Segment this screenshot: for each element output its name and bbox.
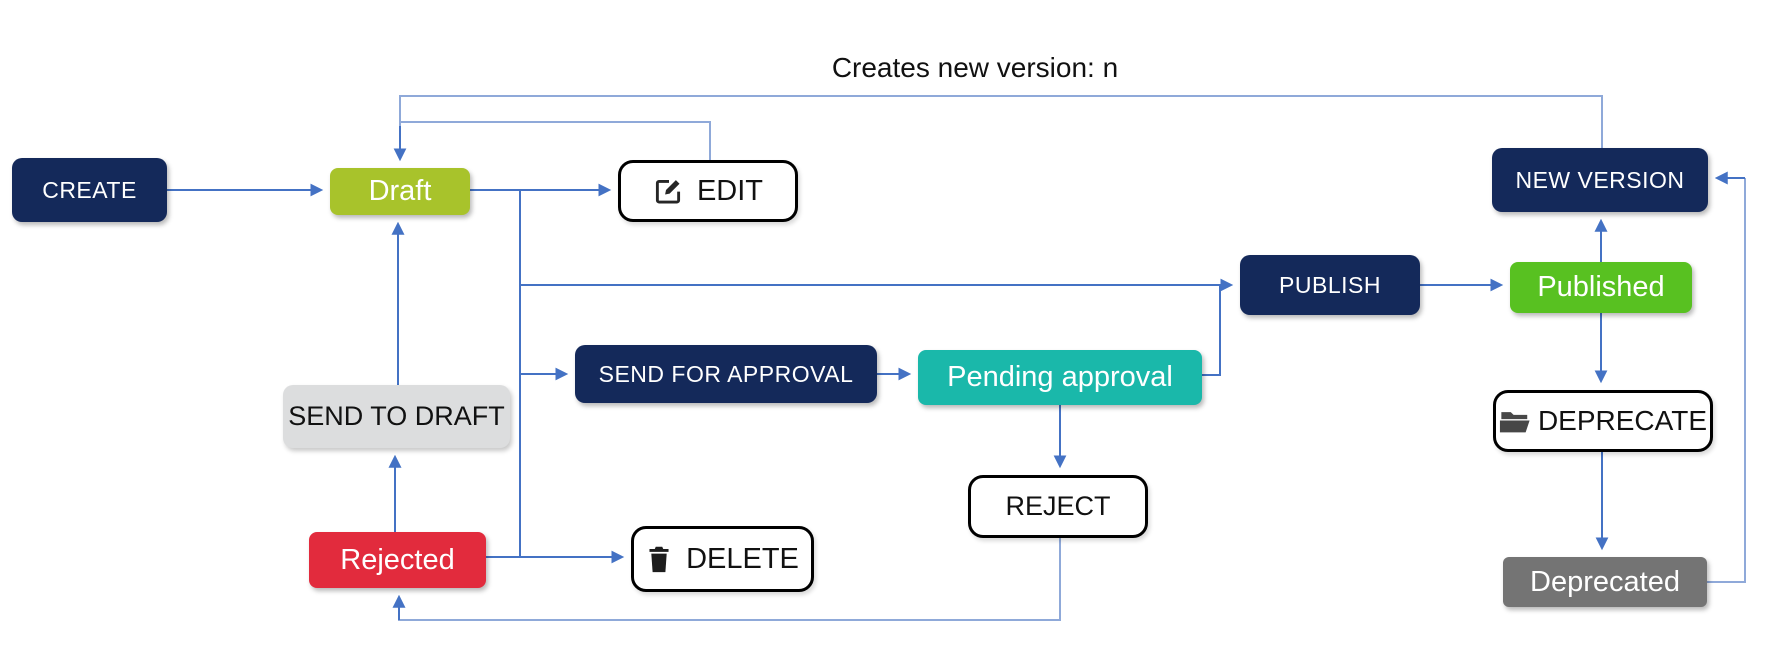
rejected-state: Rejected <box>309 532 486 588</box>
trash-icon <box>646 545 672 574</box>
draft-state: Draft <box>330 168 470 215</box>
deprecate-label: DEPRECATE <box>1537 405 1708 436</box>
deprecate-action: DEPRECATE <box>1493 390 1713 452</box>
pending-approval-state: Pending approval <box>918 350 1202 405</box>
delete-label: DELETE <box>686 542 799 575</box>
rejected-label: Rejected <box>340 543 455 576</box>
published-label: Published <box>1537 271 1665 303</box>
edit-action: EDIT <box>618 160 798 222</box>
pending-approval-label: Pending approval <box>947 361 1173 393</box>
delete-action: DELETE <box>631 526 814 592</box>
send-to-draft-label: SEND TO DRAFT <box>288 401 505 431</box>
publish-label: PUBLISH <box>1279 271 1381 298</box>
create-label: CREATE <box>42 176 137 203</box>
published-state: Published <box>1510 262 1692 313</box>
reject-label: REJECT <box>1005 491 1111 521</box>
deprecated-state: Deprecated <box>1503 557 1707 607</box>
open-folder-icon <box>1499 409 1531 434</box>
draft-label: Draft <box>368 175 432 207</box>
create-action: CREATE <box>12 158 167 222</box>
new-version-label: NEW VERSION <box>1515 166 1685 193</box>
creates-new-version-label: Creates new version: n <box>831 52 1119 83</box>
send-to-draft-action: SEND TO DRAFT <box>283 385 510 448</box>
pencil-square-icon <box>653 176 683 206</box>
edit-label: EDIT <box>696 174 764 207</box>
deprecated-label: Deprecated <box>1530 565 1680 598</box>
send-for-approval-label: SEND FOR APPROVAL <box>598 360 854 387</box>
reject-action: REJECT <box>968 475 1148 538</box>
send-for-approval-action: SEND FOR APPROVAL <box>575 345 877 403</box>
new-version-action: NEW VERSION <box>1492 148 1708 212</box>
publish-action: PUBLISH <box>1240 255 1420 315</box>
